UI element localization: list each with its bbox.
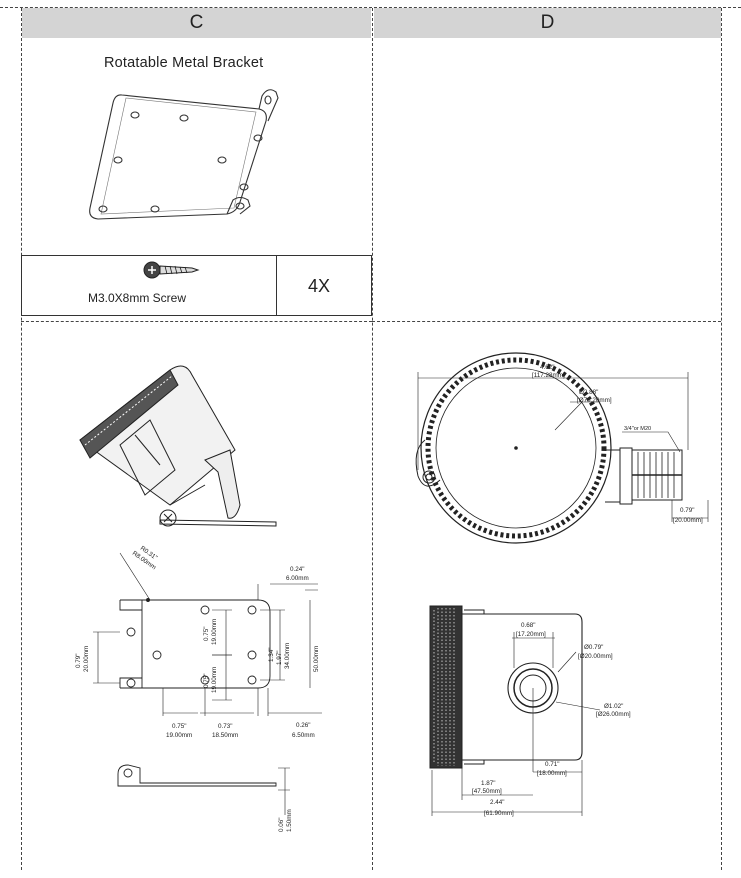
side-view-drawing: [429, 605, 601, 816]
dim-a-mm: [17.20mm]: [516, 631, 546, 638]
dim-outer-in: Ø1.02": [604, 703, 623, 710]
bracket-title: Rotatable Metal Bracket: [104, 55, 264, 71]
dim-thread: 3/4"or M20: [624, 426, 651, 432]
dim-h073-mm: 18.50mm: [212, 732, 238, 739]
side-view-labels: 0.68" [17.20mm] Ø0.79" [Ø20.00mm] Ø1.02"…: [472, 622, 631, 817]
dim-d-in: 2.44": [490, 799, 505, 806]
top-view-labels: 4.62" [117.28mm] Ø2.88" [Ø73.20mm] 3/4"o…: [532, 364, 703, 524]
column-header-c: C: [22, 8, 371, 38]
dim-b-mm: [18.00mm]: [537, 770, 567, 777]
bracket-dimension-labels: R0.31" R8.00mm 0.24" 6.00mm 0.75" 19.00m…: [75, 545, 320, 832]
dim-v197-in: 1.97": [276, 651, 283, 666]
dim-v079-mm: 20.00mm: [83, 646, 90, 672]
dim-port-in: Ø0.79": [584, 644, 603, 651]
dim-stub-mm: [20.00mm]: [673, 517, 703, 524]
dim-v075b-mm: 19.00mm: [211, 667, 218, 693]
dim-a-in: 0.68": [521, 622, 536, 629]
top-view-drawing: [415, 352, 709, 544]
bracket-plan-drawing: [93, 552, 322, 716]
screw-box-divider: [276, 255, 277, 316]
dim-h026-in: 0.26": [296, 722, 311, 729]
dim-c-in: 1.87": [481, 780, 496, 787]
dim-v197-mm: 50.00mm: [313, 646, 320, 672]
dim-h026-mm: 6.50mm: [292, 732, 315, 739]
bracket-illustration: [89, 89, 279, 220]
dim-t006-mm: 1.50mm: [286, 809, 293, 832]
dim-v075b-in: 0.75": [203, 674, 210, 689]
screw-box: [21, 255, 372, 316]
dim-b-in: 0.71": [545, 761, 560, 768]
dim-t006-in: 0.06": [278, 818, 285, 833]
dim-v134-mm: 34.00mm: [284, 643, 291, 669]
dim-outer-mm: [Ø26.00mm]: [596, 711, 631, 718]
frame-center: [372, 8, 373, 870]
dim-v134-in: 1.34": [268, 648, 275, 663]
mounted-device-illustration: [79, 365, 277, 527]
dim-width-mm: [117.28mm]: [532, 372, 565, 379]
dim-h075-mm: 19.00mm: [166, 732, 192, 739]
dim-w024-mm: 6.00mm: [286, 575, 309, 582]
dim-dia-in: Ø2.88": [579, 389, 598, 396]
frame-left: [21, 8, 22, 870]
dim-h075-in: 0.75": [172, 723, 187, 730]
frame-mid-left: [21, 321, 372, 322]
dim-v079-in: 0.79": [75, 654, 82, 669]
dim-port-mm: [Ø20.00mm]: [578, 653, 613, 660]
dim-dia-mm: [Ø73.20mm]: [577, 397, 612, 404]
bracket-profile-drawing: [117, 764, 290, 815]
dim-w024-in: 0.24": [290, 566, 305, 573]
dim-width-in: 4.62": [540, 364, 555, 371]
dim-h073-in: 0.73": [218, 723, 233, 730]
screw-label: M3.0X8mm Screw: [88, 291, 187, 305]
frame-mid-right: [372, 321, 721, 322]
dim-v075a-mm: 19.00mm: [211, 619, 218, 645]
dim-c-mm: [47.50mm]: [472, 788, 502, 795]
dim-d-mm: [61.90mm]: [484, 810, 514, 817]
frame-right: [721, 8, 722, 870]
dim-v075a-in: 0.75": [203, 627, 210, 642]
frame-top: [0, 7, 741, 8]
dim-stub-in: 0.79": [680, 507, 695, 514]
column-header-d: D: [374, 8, 721, 38]
screw-illustration: [143, 261, 200, 279]
screw-quantity: 4X: [308, 276, 331, 296]
